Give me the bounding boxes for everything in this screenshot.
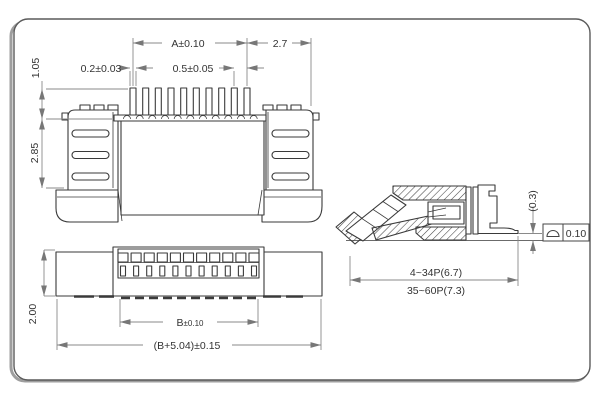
dim-overall-width-label: (B+5.04)±0.15 xyxy=(154,340,221,352)
shell-side-tab xyxy=(312,112,320,121)
dim-pin-height-label: 1.05 xyxy=(30,58,42,79)
shell-tab xyxy=(79,104,91,111)
bottom-view xyxy=(55,246,323,300)
front-left-foot xyxy=(55,189,119,223)
shell-side-tab xyxy=(61,112,69,121)
dim-contact-span-tol: ±0.10 xyxy=(184,319,205,328)
dim-contact-span-main: B xyxy=(177,317,184,329)
dim-pin-span-label: A±0.10 xyxy=(171,38,204,50)
block-slot xyxy=(71,150,110,160)
foot-slant xyxy=(257,189,263,216)
rear-column xyxy=(465,186,472,235)
pin-row xyxy=(129,87,251,116)
coplanarity-icon xyxy=(546,229,560,238)
tolerance-value: 0.10 xyxy=(566,228,587,240)
dim-bottom-height-label: 2.00 xyxy=(27,304,39,325)
block-slot xyxy=(71,129,110,138)
rear-column xyxy=(472,186,479,235)
shell-tab xyxy=(290,104,302,111)
side-view xyxy=(335,184,556,245)
dim-contact-span-label: B±0.10 xyxy=(177,317,205,329)
dim-pin-pitch-label: 0.5±0.05 xyxy=(173,63,214,75)
tolerance-frame: 0.10 xyxy=(542,223,590,242)
block-slot xyxy=(271,150,310,160)
dim-pin-width-label: 0.2±0.03 xyxy=(81,63,122,75)
shell-tab xyxy=(93,104,105,111)
front-right-foot xyxy=(261,189,323,223)
front-view xyxy=(55,87,323,223)
rear-shell-foot xyxy=(477,184,519,235)
front-body xyxy=(120,119,265,216)
contact-comb xyxy=(117,252,260,277)
block-slot xyxy=(271,129,310,138)
solder-ledge xyxy=(113,114,267,122)
dim-standoff-label: (0.3) xyxy=(527,190,539,212)
foot-slant xyxy=(117,189,123,222)
block-slot xyxy=(271,172,310,181)
dimension-annotations: A±0.10 2.7 0.2±0.03 0.5±0.05 1.05 2.85 2… xyxy=(27,38,590,352)
block-slot xyxy=(71,172,110,181)
dim-end-margin-label: 2.7 xyxy=(273,38,288,50)
bottom-left-end xyxy=(55,251,116,297)
dim-body-height-label: 2.85 xyxy=(29,143,41,164)
bottom-right-end xyxy=(261,251,323,297)
housing-bottom xyxy=(415,226,467,241)
shell-tab xyxy=(107,104,119,111)
shell-tab xyxy=(276,104,288,111)
shell-tab xyxy=(262,104,274,111)
contact-cavity xyxy=(427,201,465,225)
dim-length-small-label: 4~34P(6.7) xyxy=(410,267,462,279)
solder-bumps xyxy=(123,115,258,120)
dim-length-large-label: 35~60P(7.3) xyxy=(407,285,465,297)
housing-top xyxy=(392,185,467,201)
